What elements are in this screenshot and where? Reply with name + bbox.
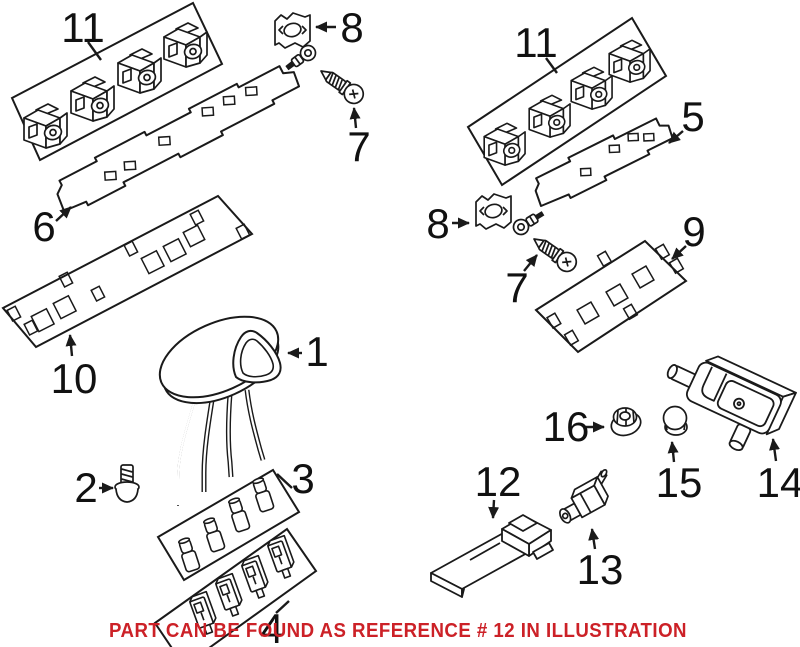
callout-15: 15	[656, 459, 703, 506]
clip	[570, 66, 613, 110]
mount-bracket	[666, 355, 797, 451]
terminal-pins-box	[156, 468, 301, 582]
hex-nut	[610, 407, 642, 437]
terminal-pin	[249, 475, 276, 514]
callout-11-right: 11	[514, 19, 558, 66]
screw-bottom-left	[114, 464, 140, 503]
leader-4	[275, 600, 290, 614]
callout-10: 10	[51, 355, 98, 402]
clip	[483, 122, 526, 166]
antenna-base	[158, 315, 282, 506]
plate-right	[534, 239, 688, 354]
arrow-15	[667, 441, 679, 463]
callout-9: 9	[682, 208, 705, 255]
arrow-14	[769, 438, 780, 462]
amplifier-rail-right	[511, 117, 674, 237]
control-module	[430, 514, 554, 598]
arrow-9	[671, 245, 687, 260]
callout-6: 6	[32, 203, 55, 250]
arrow-13	[588, 528, 600, 550]
arrow-5	[668, 130, 684, 144]
callout-13: 13	[577, 546, 624, 593]
arrow-12	[488, 499, 500, 519]
terminal-pin	[225, 495, 252, 534]
terminal-housings-box	[153, 527, 318, 647]
clips-box-right	[466, 16, 668, 187]
leader-11-right	[545, 57, 558, 74]
plate-left	[1, 194, 254, 349]
callout-5: 5	[681, 93, 704, 140]
clips-box-left	[10, 1, 224, 162]
callout-7-right: 7	[505, 264, 528, 311]
callout-8-left: 8	[340, 4, 363, 51]
arrow-7-right	[523, 254, 538, 272]
bracket-left	[274, 12, 311, 49]
amplifier-rail-left	[56, 43, 319, 212]
clip	[528, 94, 571, 138]
arrow-7-left	[349, 107, 361, 129]
callout-2: 2	[74, 464, 97, 511]
arrow-10	[65, 334, 77, 357]
bracket-right	[475, 193, 512, 230]
callout-14: 14	[757, 459, 800, 506]
cap-nut	[662, 405, 688, 436]
terminal-housing	[213, 572, 247, 619]
callout-12: 12	[475, 458, 522, 505]
sensor	[559, 468, 609, 524]
leader-11-left	[87, 41, 102, 61]
callout-16: 16	[543, 403, 590, 450]
clip	[117, 48, 162, 94]
callout-1: 1	[305, 328, 328, 375]
cable-eyelet	[511, 207, 547, 237]
reference-caption: PART CAN BE FOUND AS REFERENCE # 12 IN I…	[109, 620, 687, 642]
callout-3: 3	[291, 455, 314, 502]
terminal-pin	[200, 515, 227, 554]
clip	[163, 22, 208, 68]
callout-4: 4	[260, 605, 283, 647]
clip	[23, 103, 68, 149]
terminal-housing	[265, 534, 299, 581]
clip	[70, 76, 115, 122]
leader-3	[276, 473, 293, 489]
callout-11-left: 11	[61, 4, 105, 51]
clip	[608, 39, 651, 83]
arrow-6	[55, 206, 72, 222]
screw-top-left	[314, 62, 368, 109]
callout-8-right: 8	[426, 200, 449, 247]
terminal-housing	[239, 554, 273, 601]
terminal-pin	[175, 535, 202, 574]
callout-7-left: 7	[347, 123, 370, 170]
screw-right	[527, 230, 581, 277]
callout-arrows	[55, 21, 780, 614]
